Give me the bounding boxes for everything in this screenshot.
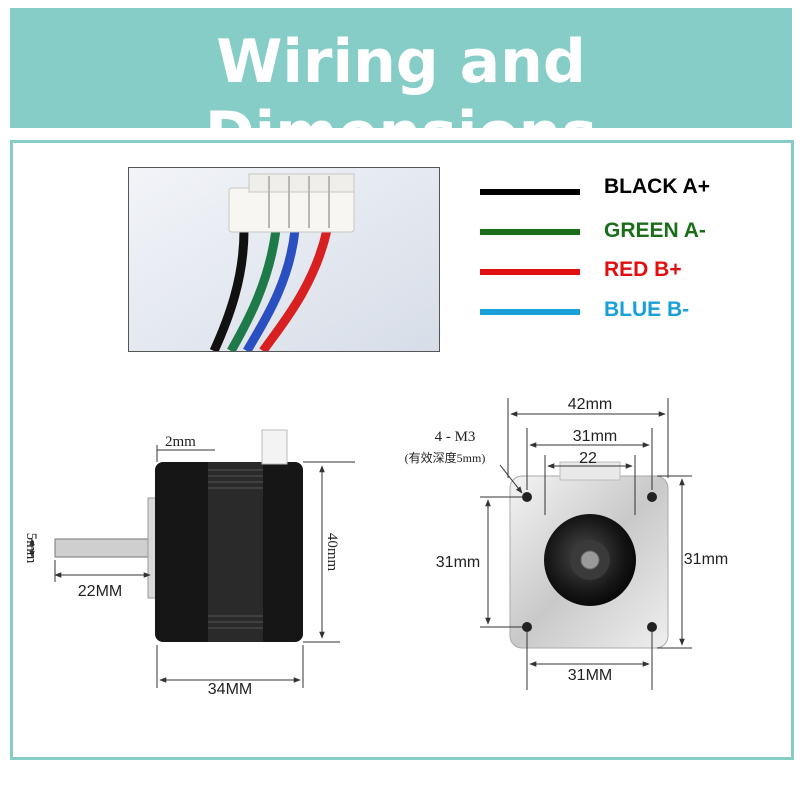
blue-wire: [243, 229, 300, 351]
red-wire-swatch: [480, 269, 580, 275]
motor-shaft: [54, 538, 156, 558]
boss-diameter-dimension: 22: [579, 450, 597, 467]
connector-photo: [128, 167, 440, 352]
flange-dimension: 2mm: [165, 434, 196, 450]
motor-shaft-end: [580, 550, 600, 570]
legend-red-label: RED B+: [604, 258, 682, 281]
mounting-holes: [522, 492, 657, 632]
title-banner: Wiring and Dimensions: [10, 8, 792, 169]
hole-spacing-bottom-dimension: 31MM: [568, 667, 612, 684]
hole-spacing-right-dimension: 31mm: [684, 551, 728, 568]
motor-connector: [261, 429, 288, 465]
width-dimension: 42mm: [568, 396, 612, 413]
shaft-length-dimension: 22MM: [78, 583, 122, 600]
black-wire-swatch: [480, 189, 580, 195]
legend-blue-label: BLUE B-: [604, 298, 690, 321]
hole-spacing-top-dimension: 31mm: [573, 428, 617, 445]
legend-black-label: BLACK A+: [604, 175, 710, 198]
connector-illustration: [129, 168, 439, 351]
screw-depth-note: (有效深度5mm): [405, 450, 486, 465]
hole-spacing-left-dimension: 31mm: [436, 554, 480, 571]
motor-side-view: 2mm 5mm 22MM 40mm 34MM: [23, 429, 355, 698]
page-title: Wiring and Dimensions: [204, 27, 598, 169]
red-wire: [259, 229, 332, 351]
screw-spec-label: 4 - M3: [435, 429, 476, 445]
green-wire-swatch: [480, 229, 580, 235]
motor-front-view: 42mm 31mm 22 4 - M3 (有效深度5mm) 31mm 31mm …: [405, 396, 728, 690]
blue-wire-swatch: [480, 309, 580, 315]
height-dimension: 40mm: [324, 533, 340, 572]
green-wire: [227, 229, 281, 351]
shaft-diameter-dimension: 5mm: [23, 533, 39, 564]
body-length-dimension: 34MM: [208, 681, 252, 698]
content-frame: [10, 140, 794, 760]
black-wire: [209, 229, 249, 351]
legend-green-label: GREEN A-: [604, 219, 706, 242]
